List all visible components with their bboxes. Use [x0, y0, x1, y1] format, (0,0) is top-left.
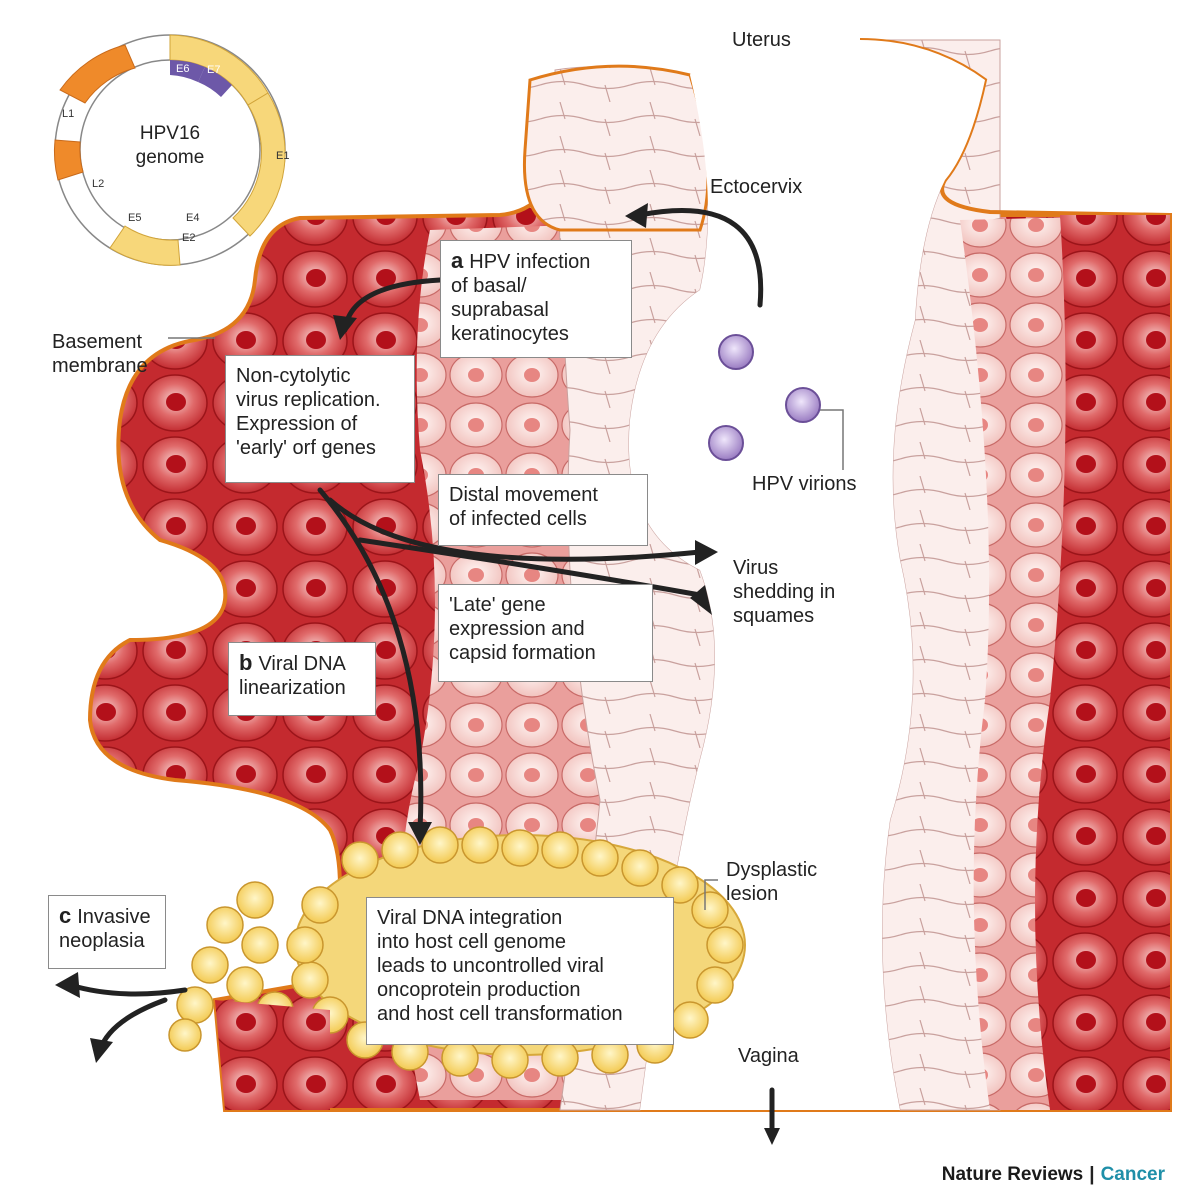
segment-e6: E6: [176, 63, 190, 75]
box-b-text: Viral DNA linearization: [239, 653, 346, 699]
cervical-lumen: [628, 40, 985, 1110]
box-viral-dna-integration: Viral DNA integration into host cell gen…: [366, 897, 674, 1045]
segment-e7: E7: [207, 64, 221, 76]
box-distal-movement: Distal movement of infected cells: [438, 474, 648, 546]
arrowheads: [55, 203, 780, 1145]
label-uterus: Uterus: [732, 29, 791, 51]
box-integration-text: Viral DNA integration into host cell gen…: [377, 907, 623, 1025]
label-ectocervix: Ectocervix: [710, 176, 803, 198]
box-replication-text: Non-cytolytic virus replication. Express…: [236, 365, 381, 459]
leader-lines: [168, 337, 844, 910]
segment-e1: E1: [276, 150, 290, 162]
label-virus-shedding: Virus shedding in squames: [733, 557, 836, 627]
right-basal-layer: [1035, 215, 1170, 1110]
lower-basal-patch: [215, 1000, 330, 1110]
left-epithelium-tip: [522, 64, 710, 232]
segment-e5: E5: [128, 212, 142, 224]
box-c-letter: c: [59, 903, 72, 928]
box-late-gene-expression: 'Late' gene expression and capsid format…: [438, 584, 653, 682]
hpv-virions: [708, 334, 821, 461]
segment-l1: L1: [62, 108, 75, 120]
box-distal-text: Distal movement of infected cells: [449, 484, 598, 530]
segment-e4: E4: [186, 212, 200, 224]
genome-title: HPV16 genome: [120, 122, 220, 170]
label-dysplastic-lesion: Dysplastic lesion: [726, 859, 818, 905]
box-a-text: HPV infection of basal/ suprabasal kerat…: [451, 251, 591, 345]
box-late-text: 'Late' gene expression and capsid format…: [449, 594, 596, 664]
box-c-text: Invasive neoplasia: [59, 906, 151, 952]
label-basement-membrane: Basement membrane: [52, 331, 148, 377]
segment-e2: E2: [182, 232, 196, 244]
label-vagina: Vagina: [738, 1045, 799, 1067]
box-b-letter: b: [239, 650, 253, 675]
credit-section: Cancer: [1100, 1164, 1165, 1185]
journal-credit: Nature Reviews|Cancer: [942, 1164, 1165, 1186]
label-hpv-virions: HPV virions: [752, 473, 857, 495]
genome-title-line2: genome: [135, 147, 205, 168]
credit-journal: Nature Reviews: [941, 1164, 1084, 1185]
credit-separator: |: [1089, 1164, 1095, 1185]
genome-map: [53, 34, 286, 266]
segment-l2: L2: [92, 178, 105, 190]
genome-title-line1: HPV16: [139, 123, 201, 144]
box-virus-replication: Non-cytolytic virus replication. Express…: [225, 355, 415, 483]
box-a-letter: a: [451, 248, 464, 273]
